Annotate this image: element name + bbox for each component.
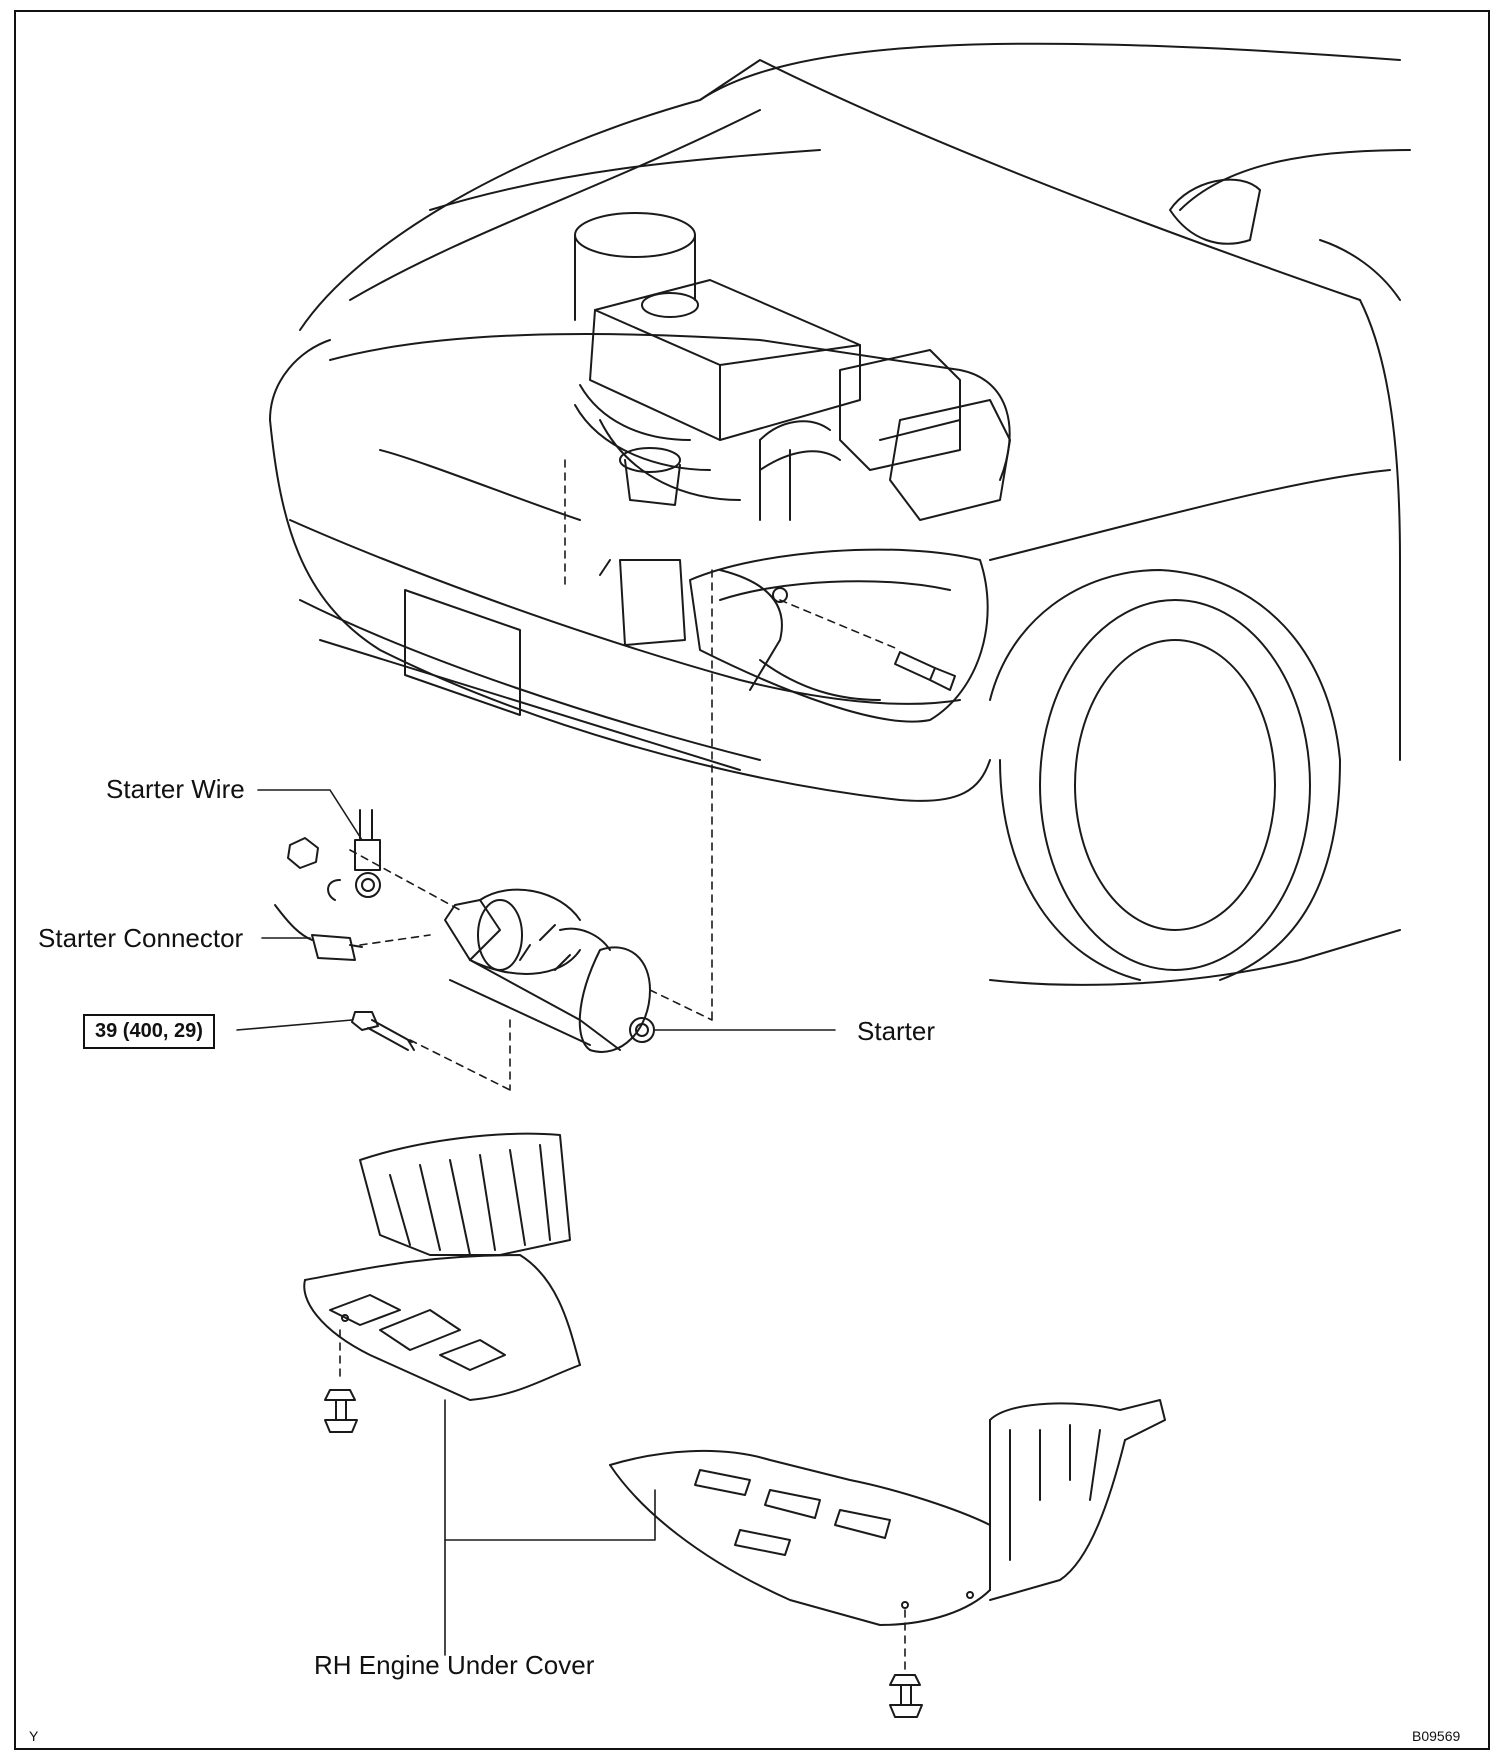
label-starter-wire: Starter Wire	[106, 774, 245, 804]
label-leaders	[236, 789, 836, 1656]
upper-mounting-bolt	[894, 651, 956, 691]
vehicle-body	[269, 42, 1411, 986]
starter-mounting-bolt	[351, 1011, 415, 1051]
diagram-frame	[14, 10, 1490, 1750]
starter-connector-part	[274, 904, 363, 961]
engine-assembly	[574, 212, 1011, 701]
lower-cover-bolt	[889, 1674, 923, 1718]
label-starter: Starter	[857, 1016, 936, 1046]
label-rh-engine-under-cover: RH Engine Under Cover	[314, 1650, 595, 1680]
starter-wire-part	[287, 809, 381, 901]
rh-engine-under-cover-lower	[609, 1399, 1166, 1626]
starter-motor	[444, 888, 655, 1053]
figure-code: B09569	[1412, 1728, 1461, 1744]
reference-lines	[339, 459, 906, 1671]
rh-engine-under-cover-upper	[303, 1132, 581, 1401]
upper-cover-bolt	[324, 1389, 358, 1433]
corner-mark: Y	[29, 1728, 39, 1744]
torque-spec-box: 39 (400, 29)	[83, 1014, 215, 1049]
label-starter-connector: Starter Connector	[38, 923, 244, 953]
